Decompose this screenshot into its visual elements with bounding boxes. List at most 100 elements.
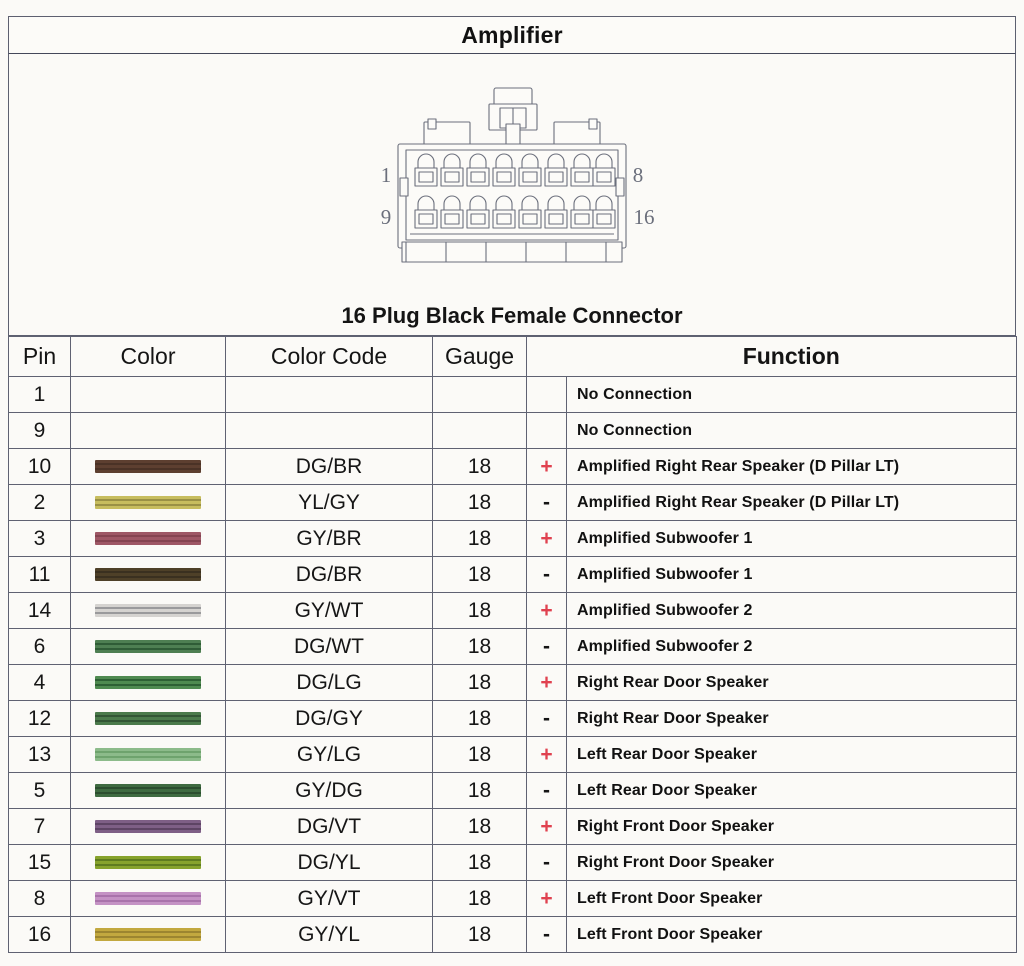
cell-function: Left Rear Door Speaker bbox=[566, 772, 1017, 809]
cell-polarity: + bbox=[526, 592, 567, 629]
cell-wire-color bbox=[70, 916, 226, 953]
cell-pin-number: 15 bbox=[8, 844, 71, 881]
cell-gauge: 18 bbox=[432, 592, 527, 629]
connector-caption: 16 Plug Black Female Connector bbox=[341, 303, 683, 328]
wire-color-swatch bbox=[95, 855, 201, 869]
wire-color-swatch bbox=[95, 639, 201, 653]
cell-pin-number: 12 bbox=[8, 700, 71, 737]
cell-polarity: + bbox=[526, 880, 567, 917]
cell-color-code: GY/LG bbox=[225, 736, 433, 773]
pin-label-16: 16 bbox=[634, 205, 655, 229]
cell-pin-number: 8 bbox=[8, 880, 71, 917]
cell-pin-number: 11 bbox=[8, 556, 71, 593]
wire-color-swatch bbox=[95, 531, 201, 545]
wire-color-swatch bbox=[95, 747, 201, 761]
cell-function: No Connection bbox=[566, 412, 1017, 449]
connector-illustration-panel: 1 8 9 16 16 Plug Black Female Connector bbox=[8, 54, 1016, 336]
wire-color-swatch bbox=[95, 603, 201, 617]
cell-color-code: DG/LG bbox=[225, 664, 433, 701]
cell-function: Right Front Door Speaker bbox=[566, 844, 1017, 881]
cell-function: Right Rear Door Speaker bbox=[566, 664, 1017, 701]
wire-color-swatch bbox=[95, 675, 201, 689]
cell-gauge: 18 bbox=[432, 520, 527, 557]
wire-color-swatch bbox=[95, 495, 201, 509]
column-header-polarity bbox=[526, 336, 567, 377]
cell-wire-color bbox=[70, 376, 226, 413]
cell-gauge: 18 bbox=[432, 808, 527, 845]
cell-polarity: - bbox=[526, 844, 567, 881]
page-title: Amplifier bbox=[461, 21, 563, 48]
cell-function: Amplified Subwoofer 2 bbox=[566, 592, 1017, 629]
cell-polarity: - bbox=[526, 772, 567, 809]
cell-polarity: + bbox=[526, 520, 567, 557]
cell-function: Left Front Door Speaker bbox=[566, 880, 1017, 917]
cell-function: Left Front Door Speaker bbox=[566, 916, 1017, 953]
cell-wire-color bbox=[70, 592, 226, 629]
cell-wire-color bbox=[70, 772, 226, 809]
cell-color-code: DG/VT bbox=[225, 808, 433, 845]
cell-polarity: + bbox=[526, 808, 567, 845]
column-header-pin: Pin bbox=[8, 336, 71, 377]
table-header-row: Pin Color Color Code Gauge Function bbox=[8, 336, 1017, 377]
wire-color-swatch bbox=[95, 711, 201, 725]
cell-wire-color bbox=[70, 520, 226, 557]
cell-wire-color bbox=[70, 412, 226, 449]
cell-color-code: GY/VT bbox=[225, 880, 433, 917]
cell-color-code: DG/GY bbox=[225, 700, 433, 737]
cell-gauge: 18 bbox=[432, 916, 527, 953]
cell-gauge: 18 bbox=[432, 736, 527, 773]
cell-polarity: + bbox=[526, 664, 567, 701]
pin-label-1: 1 bbox=[381, 163, 392, 187]
cell-function: Right Rear Door Speaker bbox=[566, 700, 1017, 737]
column-header-gauge: Gauge bbox=[432, 336, 527, 377]
cell-wire-color bbox=[70, 448, 226, 485]
cell-pin-number: 3 bbox=[8, 520, 71, 557]
cell-gauge: 18 bbox=[432, 448, 527, 485]
cell-function: Amplified Subwoofer 1 bbox=[566, 520, 1017, 557]
cell-pin-number: 1 bbox=[8, 376, 71, 413]
wire-color-swatch bbox=[95, 891, 201, 905]
cell-pin-number: 10 bbox=[8, 448, 71, 485]
cell-wire-color bbox=[70, 664, 226, 701]
pin-label-9: 9 bbox=[381, 205, 392, 229]
cell-wire-color bbox=[70, 484, 226, 521]
column-header-color-code: Color Code bbox=[225, 336, 433, 377]
cell-gauge: 18 bbox=[432, 700, 527, 737]
cell-polarity: - bbox=[526, 628, 567, 665]
cell-gauge: 18 bbox=[432, 772, 527, 809]
wire-color-swatch bbox=[95, 567, 201, 581]
cell-pin-number: 2 bbox=[8, 484, 71, 521]
cell-pin-number: 13 bbox=[8, 736, 71, 773]
cell-function: Right Front Door Speaker bbox=[566, 808, 1017, 845]
cell-wire-color bbox=[70, 556, 226, 593]
wire-color-swatch bbox=[95, 783, 201, 797]
cell-polarity: - bbox=[526, 484, 567, 521]
column-header-color: Color bbox=[70, 336, 226, 377]
cell-wire-color bbox=[70, 736, 226, 773]
cell-wire-color bbox=[70, 844, 226, 881]
cell-gauge: 18 bbox=[432, 556, 527, 593]
cell-pin-number: 5 bbox=[8, 772, 71, 809]
cell-function: Amplified Right Rear Speaker (D Pillar L… bbox=[566, 448, 1017, 485]
cell-gauge bbox=[432, 376, 527, 413]
cell-polarity: - bbox=[526, 916, 567, 953]
cell-color-code: YL/GY bbox=[225, 484, 433, 521]
cell-color-code: GY/YL bbox=[225, 916, 433, 953]
cell-pin-number: 9 bbox=[8, 412, 71, 449]
cell-pin-number: 7 bbox=[8, 808, 71, 845]
wire-color-swatch bbox=[95, 819, 201, 833]
panel-title-bar: Amplifier bbox=[8, 16, 1016, 54]
